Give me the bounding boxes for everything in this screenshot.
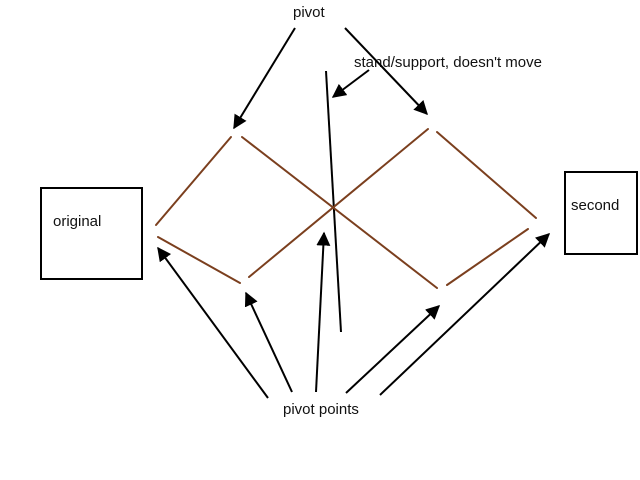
- lever-left-lower: [157, 236, 241, 284]
- pivot-arrow-right: [344, 27, 428, 116]
- second-box: second: [564, 171, 638, 255]
- pivot-points-arrow-2: [244, 291, 293, 393]
- original-box: original: [40, 187, 143, 280]
- pivot-points-label: pivot points: [283, 401, 359, 418]
- original-box-label: original: [53, 213, 101, 230]
- original-box-frame: [40, 187, 143, 280]
- stand-label: stand/support, doesn't move: [354, 54, 542, 71]
- lever-center-ascending: [248, 128, 429, 278]
- lever-right-upper: [436, 131, 537, 219]
- second-box-label: second: [571, 197, 619, 214]
- lever-left-upper: [155, 136, 232, 226]
- pivot-points-arrow-3: [315, 231, 331, 393]
- lever-center-descending: [241, 136, 438, 289]
- pivot-arrow-left: [233, 27, 296, 130]
- pivot-points-arrow-1: [157, 246, 269, 399]
- lever-right-lower: [446, 228, 529, 286]
- scissor-linkage: [155, 128, 537, 289]
- stand-arrow: [331, 69, 370, 98]
- stand-support-line: [325, 70, 342, 333]
- pivot-points-arrow-5: [379, 233, 551, 396]
- pivot-label: pivot: [293, 4, 326, 21]
- second-box-frame: [564, 171, 638, 255]
- pivot-points-arrow-4: [345, 305, 441, 394]
